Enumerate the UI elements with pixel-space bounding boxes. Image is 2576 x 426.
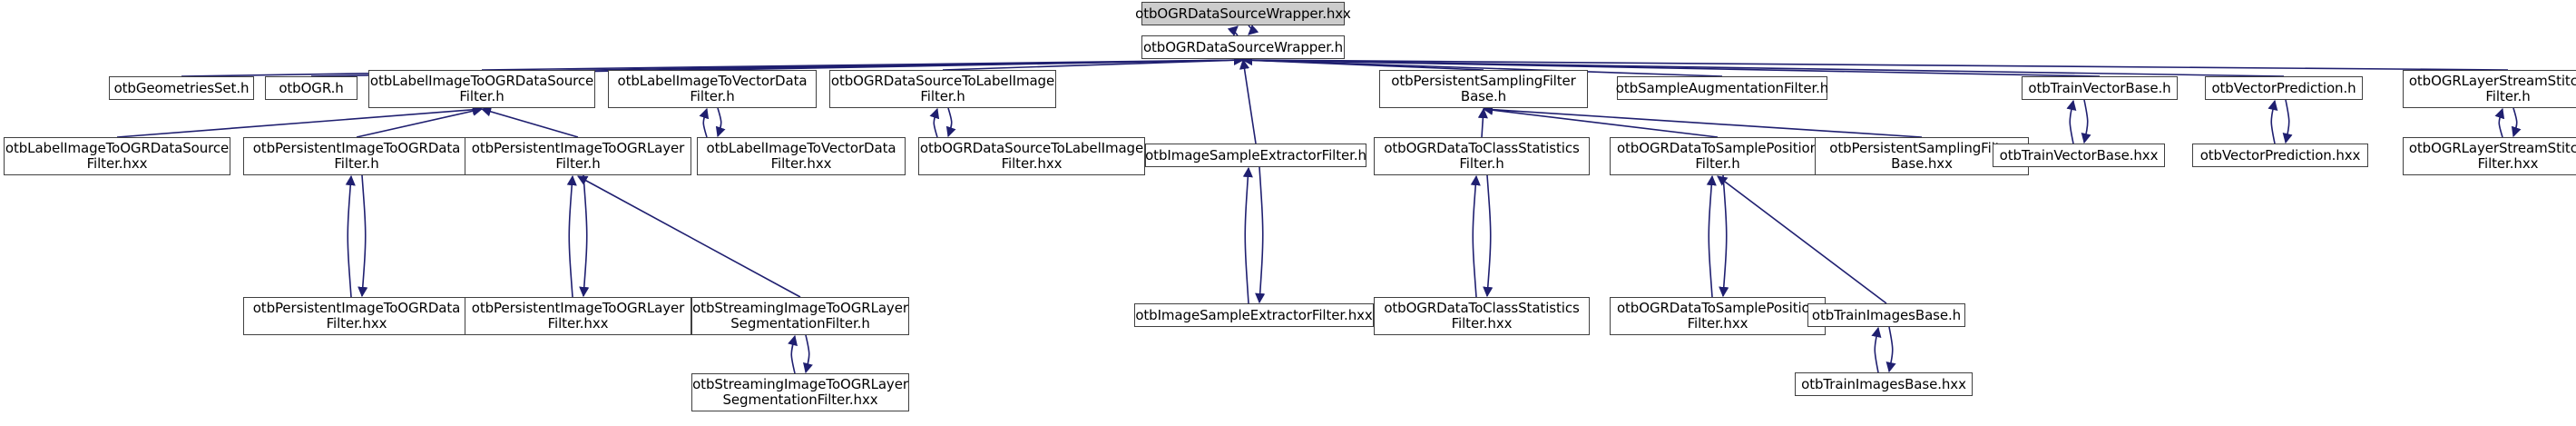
graph-edge <box>1482 104 1719 138</box>
graph-node[interactable]: otbSampleAugmentationFilter.h <box>1616 76 1828 100</box>
graph-edge <box>1227 25 1239 36</box>
graph-node[interactable]: otbImageSampleExtractorFilter.hxx <box>1134 303 1374 327</box>
graph-edge <box>1871 326 1882 373</box>
graph-node[interactable]: otbOGRDataSourceToLabelImage Filter.h <box>829 70 1056 108</box>
graph-edge <box>566 174 577 298</box>
graph-node[interactable]: otbPersistentSamplingFilter Base.h <box>1379 70 1588 108</box>
graph-edge <box>711 54 1245 71</box>
graph-edge <box>942 54 1245 71</box>
graph-edge <box>579 174 590 298</box>
graph-node[interactable]: otbOGRLayerStreamStitching Filter.h <box>2403 70 2576 108</box>
graph-node[interactable]: otbPersistentImageToOGRData Filter.h <box>243 137 470 175</box>
graph-edge <box>2267 99 2278 144</box>
graph-edge <box>1241 54 2101 77</box>
graph-edge <box>1241 54 1484 71</box>
graph-edge <box>2282 99 2293 144</box>
graph-edge <box>1482 104 1923 138</box>
graph-edge <box>1717 175 1887 304</box>
graph-node[interactable]: otbOGRDataSourceToLabelImage Filter.hxx <box>918 137 1145 175</box>
graph-node[interactable]: otbLabelImageToOGRDataSource Filter.h <box>368 70 595 108</box>
graph-edge <box>1255 166 1266 304</box>
graph-node[interactable]: otbOGRDataToClassStatistics Filter.hxx <box>1374 297 1590 335</box>
graph-edge <box>2081 99 2091 144</box>
graph-node[interactable]: otbOGRDataToSamplePosition Filter.hxx <box>1610 297 1826 335</box>
graph-node[interactable]: otbGeometriesSet.h <box>109 76 254 100</box>
graph-edge <box>358 174 368 298</box>
graph-edge <box>1719 174 1729 298</box>
graph-node[interactable]: otbOGR.h <box>265 76 358 100</box>
graph-node[interactable]: otbTrainImagesBase.h <box>1807 303 1965 327</box>
graph-node[interactable]: otbOGRDataToClassStatistics Filter.h <box>1374 137 1590 175</box>
graph-edge <box>1470 174 1481 298</box>
graph-edge <box>929 107 940 138</box>
graph-node[interactable]: otbLabelImageToOGRDataSource Filter.hxx <box>4 137 230 175</box>
graph-node[interactable]: otbPersistentImageToOGRData Filter.hxx <box>243 297 470 335</box>
graph-edge <box>715 107 726 138</box>
graph-node[interactable]: otbTrainImagesBase.hxx <box>1795 372 1973 396</box>
graph-edge <box>481 54 1245 71</box>
graph-node[interactable]: otbLabelImageToVectorData Filter.h <box>608 70 817 108</box>
graph-edge <box>1885 326 1896 373</box>
graph-node[interactable]: otbStreamingImageToOGRLayer Segmentation… <box>691 297 909 335</box>
graph-edge <box>356 105 484 138</box>
graph-edge <box>1483 174 1494 298</box>
graph-edge <box>2511 107 2522 138</box>
graph-edge <box>788 334 798 374</box>
graph-node[interactable]: otbPersistentImageToOGRLayer Filter.hxx <box>465 297 691 335</box>
graph-edge <box>1239 58 1257 144</box>
graph-edge <box>480 106 579 138</box>
graph-edge <box>945 107 956 138</box>
graph-node[interactable]: otbVectorPrediction.h <box>2205 76 2363 100</box>
graph-node[interactable]: otbOGRLayerStreamStitching Filter.hxx <box>2403 137 2576 175</box>
graph-edge <box>1706 174 1717 298</box>
graph-node[interactable]: otbPersistentImageToOGRLayer Filter.h <box>465 137 691 175</box>
graph-edge <box>116 104 484 138</box>
graph-edge <box>1477 107 1488 138</box>
graph-node[interactable]: otbLabelImageToVectorData Filter.hxx <box>697 137 906 175</box>
graph-edge <box>803 334 813 374</box>
graph-node[interactable]: otbOGRDataToSamplePosition Filter.h <box>1610 137 1826 175</box>
graph-node[interactable]: otbVectorPrediction.hxx <box>2192 144 2368 167</box>
graph-edge <box>2494 107 2505 138</box>
graph-edge <box>2066 99 2077 144</box>
graph-edge <box>699 107 710 138</box>
graph-node[interactable]: otbOGRDataSourceWrapper.h <box>1141 35 1345 59</box>
graph-edge <box>577 175 801 298</box>
graph-edge <box>1248 25 1259 35</box>
graph-node[interactable]: otbStreamingImageToOGRLayer Segmentation… <box>691 373 909 411</box>
graph-node[interactable]: otbImageSampleExtractorFilter.h <box>1145 144 1366 167</box>
graph-node[interactable]: otbTrainVectorBase.hxx <box>1993 144 2165 167</box>
graph-edge <box>345 174 356 298</box>
graph-node[interactable]: otbTrainVectorBase.h <box>2022 76 2178 100</box>
graph-edge <box>1242 166 1253 304</box>
graph-node[interactable]: otbOGRDataSourceWrapper.hxx <box>1135 2 1351 25</box>
graph-edge <box>1241 54 2509 71</box>
